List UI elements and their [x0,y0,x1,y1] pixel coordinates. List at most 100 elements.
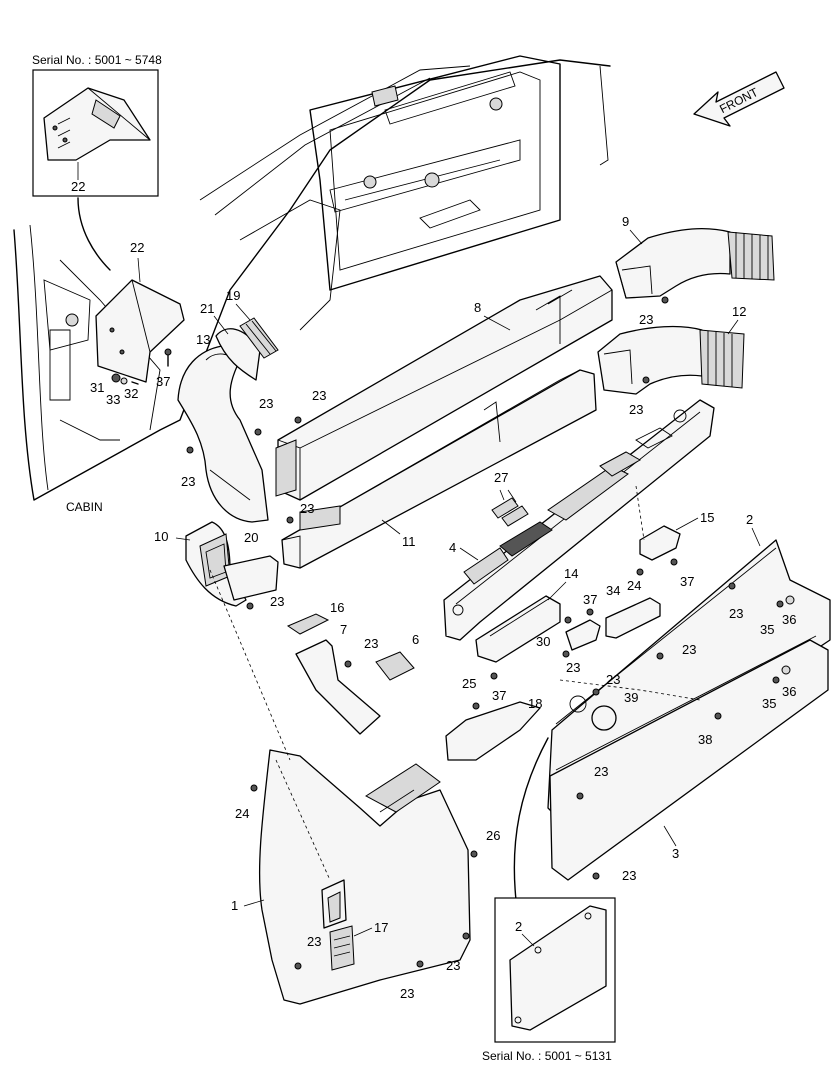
align-line-4 [559,679,701,701]
svg-text:38: 38 [698,732,712,747]
svg-text:35: 35 [762,696,776,711]
part-14: 14 [475,566,578,663]
svg-text:6: 6 [412,632,419,647]
svg-text:21: 21 [200,301,214,316]
svg-text:11: 11 [402,534,416,549]
serial-top-label: Serial No. : 5001 ~ 5748 [32,53,162,67]
part-39: 39 [591,690,638,731]
svg-text:3: 3 [672,846,679,861]
svg-text:8: 8 [474,300,481,315]
serial-bottom-label: Serial No. : 5001 ~ 5131 [482,1049,612,1063]
detail-box-bottom: 2 Serial No. : 5001 ~ 5131 [482,897,616,1063]
part-4: 4 [443,399,715,641]
part-11: 11 [281,369,597,569]
svg-text:2: 2 [746,512,753,527]
part-12: 12 [597,304,746,395]
svg-text:13: 13 [196,332,210,347]
svg-text:23: 23 [639,312,653,327]
part-13: 13 [177,332,269,523]
svg-text:23: 23 [729,606,743,621]
part-21: 21 [200,301,261,381]
align-line-1 [209,569,291,761]
svg-text:32: 32 [124,386,138,401]
svg-text:4: 4 [449,540,456,555]
svg-text:23: 23 [312,388,326,403]
part-3: 3 [549,635,829,881]
svg-text:25: 25 [462,676,476,691]
callout-22-detail: 22 [71,179,85,194]
svg-text:34: 34 [606,583,620,598]
svg-text:23: 23 [307,934,321,949]
svg-text:36: 36 [782,684,796,699]
svg-text:23: 23 [622,868,636,883]
svg-text:2: 2 [515,919,522,934]
svg-text:20: 20 [244,530,258,545]
svg-text:23: 23 [300,501,314,516]
part-9: 9 [615,214,775,299]
svg-text:24: 24 [235,806,249,821]
align-line-2 [275,759,331,881]
svg-text:19: 19 [226,288,240,303]
part-16: 16 [286,600,344,635]
svg-text:15: 15 [700,510,714,525]
svg-text:23: 23 [682,642,696,657]
svg-text:23: 23 [364,636,378,651]
front-arrow: FRONT [693,71,785,127]
part-7: 7 [295,622,381,735]
svg-text:23: 23 [400,986,414,1001]
cabin-label: CABIN [66,500,103,514]
part-27: 27 [491,470,529,527]
svg-text:37: 37 [680,574,694,589]
svg-text:10: 10 [154,529,168,544]
detail-box-top: Serial No. : 5001 ~ 5748 22 [32,53,162,197]
svg-text:23: 23 [181,474,195,489]
svg-text:37: 37 [156,374,170,389]
callout-labels: 23 23 23 23 23 23 23 23 23 23 23 23 23 2… [181,312,796,1001]
detail-arrow-bottom [513,737,549,901]
part-8: 8 [275,275,613,501]
svg-text:17: 17 [374,920,388,935]
part-30: 30 [536,619,601,651]
svg-text:36: 36 [782,612,796,627]
svg-text:23: 23 [606,672,620,687]
screws [186,296,795,970]
hardware-31-33: 31 32 33 37 [90,348,172,407]
svg-text:30: 30 [536,634,550,649]
align-line-3 [635,485,645,541]
cabin-frame: CABIN [13,55,611,514]
part-6: 6 [375,632,419,681]
svg-text:23: 23 [259,396,273,411]
svg-text:35: 35 [760,622,774,637]
svg-text:9: 9 [622,214,629,229]
svg-text:37: 37 [583,592,597,607]
svg-text:39: 39 [624,690,638,705]
svg-text:23: 23 [629,402,643,417]
part-15: 15 [639,510,714,561]
svg-text:14: 14 [564,566,578,581]
front-label: FRONT [717,85,761,117]
svg-text:16: 16 [330,600,344,615]
svg-text:33: 33 [106,392,120,407]
part-1: 1 17 [231,749,471,1005]
part-18: 18 [445,696,542,761]
part-34: 34 [605,583,661,639]
svg-text:23: 23 [446,958,460,973]
part-19: 19 [226,288,279,359]
svg-text:24: 24 [627,578,641,593]
svg-text:7: 7 [340,622,347,637]
part-22: 22 [95,240,185,383]
svg-text:1: 1 [231,898,238,913]
part-20: 20 [223,530,279,601]
svg-text:26: 26 [486,828,500,843]
svg-text:23: 23 [594,764,608,779]
svg-text:27: 27 [494,470,508,485]
svg-text:22: 22 [130,240,144,255]
svg-text:37: 37 [492,688,506,703]
svg-text:18: 18 [528,696,542,711]
svg-text:23: 23 [270,594,284,609]
svg-text:12: 12 [732,304,746,319]
svg-text:31: 31 [90,380,104,395]
detail-arrow-top [77,197,111,271]
svg-text:23: 23 [566,660,580,675]
